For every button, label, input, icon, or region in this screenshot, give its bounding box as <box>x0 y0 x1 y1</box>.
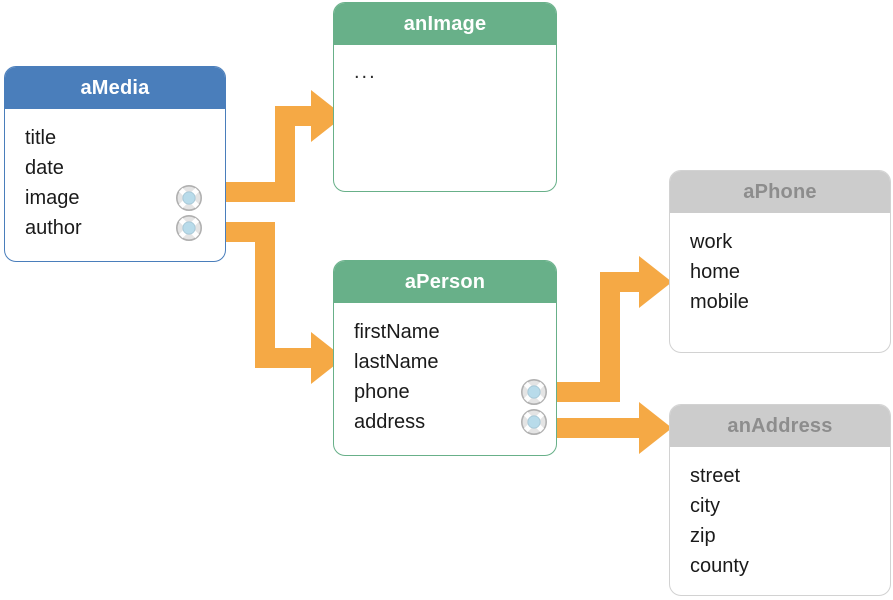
port-icon-author[interactable] <box>175 214 203 242</box>
attribute-row: title <box>25 123 225 153</box>
attribute-label: firstName <box>354 321 440 343</box>
attribute-row: firstName <box>354 317 556 347</box>
attribute-label: mobile <box>690 291 749 313</box>
attribute-row: image <box>25 183 225 213</box>
object-box-amedia-title: aMedia <box>5 67 225 109</box>
attribute-label: lastName <box>354 351 439 373</box>
port-icon-address[interactable] <box>520 408 548 436</box>
attribute-label: author <box>25 217 82 239</box>
attribute-row: county <box>690 551 890 581</box>
object-box-aperson-title: aPerson <box>334 261 556 303</box>
attribute-label: county <box>690 555 749 577</box>
attribute-label: image <box>25 187 80 209</box>
attribute-row: phone <box>354 377 556 407</box>
port-icon-image[interactable] <box>175 184 203 212</box>
object-box-anaddress-title: anAddress <box>670 405 890 447</box>
object-box-aphone-attributes: work home mobile <box>670 213 890 327</box>
attribute-placeholder: ... <box>354 61 377 83</box>
port-icon-phone[interactable] <box>520 378 548 406</box>
object-box-amedia[interactable]: aMedia title date image author <box>4 66 226 262</box>
object-box-aphone-title: aPhone <box>670 171 890 213</box>
object-box-animage[interactable]: anImage ... <box>333 2 557 192</box>
attribute-label: address <box>354 411 426 433</box>
attribute-row: mobile <box>690 287 890 317</box>
attribute-row: home <box>690 257 890 287</box>
object-box-aperson-attributes: firstName lastName phone address <box>334 303 556 447</box>
attribute-label: work <box>690 231 733 253</box>
attribute-label: zip <box>690 525 716 547</box>
attribute-row: street <box>690 461 890 491</box>
object-box-animage-attributes: ... <box>334 45 556 95</box>
attribute-label: city <box>690 495 720 517</box>
attribute-row: lastName <box>354 347 556 377</box>
attribute-row: address <box>354 407 556 437</box>
attribute-row: author <box>25 213 225 243</box>
attribute-row: date <box>25 153 225 183</box>
attribute-label: title <box>25 127 57 149</box>
object-box-aperson[interactable]: aPerson firstName lastName phone ad <box>333 260 557 456</box>
object-box-anaddress[interactable]: anAddress street city zip county <box>669 404 891 596</box>
attribute-row: city <box>690 491 890 521</box>
attribute-label: date <box>25 157 64 179</box>
object-box-aphone[interactable]: aPhone work home mobile <box>669 170 891 353</box>
attribute-label: street <box>690 465 741 487</box>
attribute-label: phone <box>354 381 410 403</box>
object-box-animage-title: anImage <box>334 3 556 45</box>
attribute-label: home <box>690 261 741 283</box>
attribute-row: zip <box>690 521 890 551</box>
object-box-anaddress-attributes: street city zip county <box>670 447 890 591</box>
object-box-amedia-attributes: title date image author <box>5 109 225 253</box>
attribute-row: work <box>690 227 890 257</box>
